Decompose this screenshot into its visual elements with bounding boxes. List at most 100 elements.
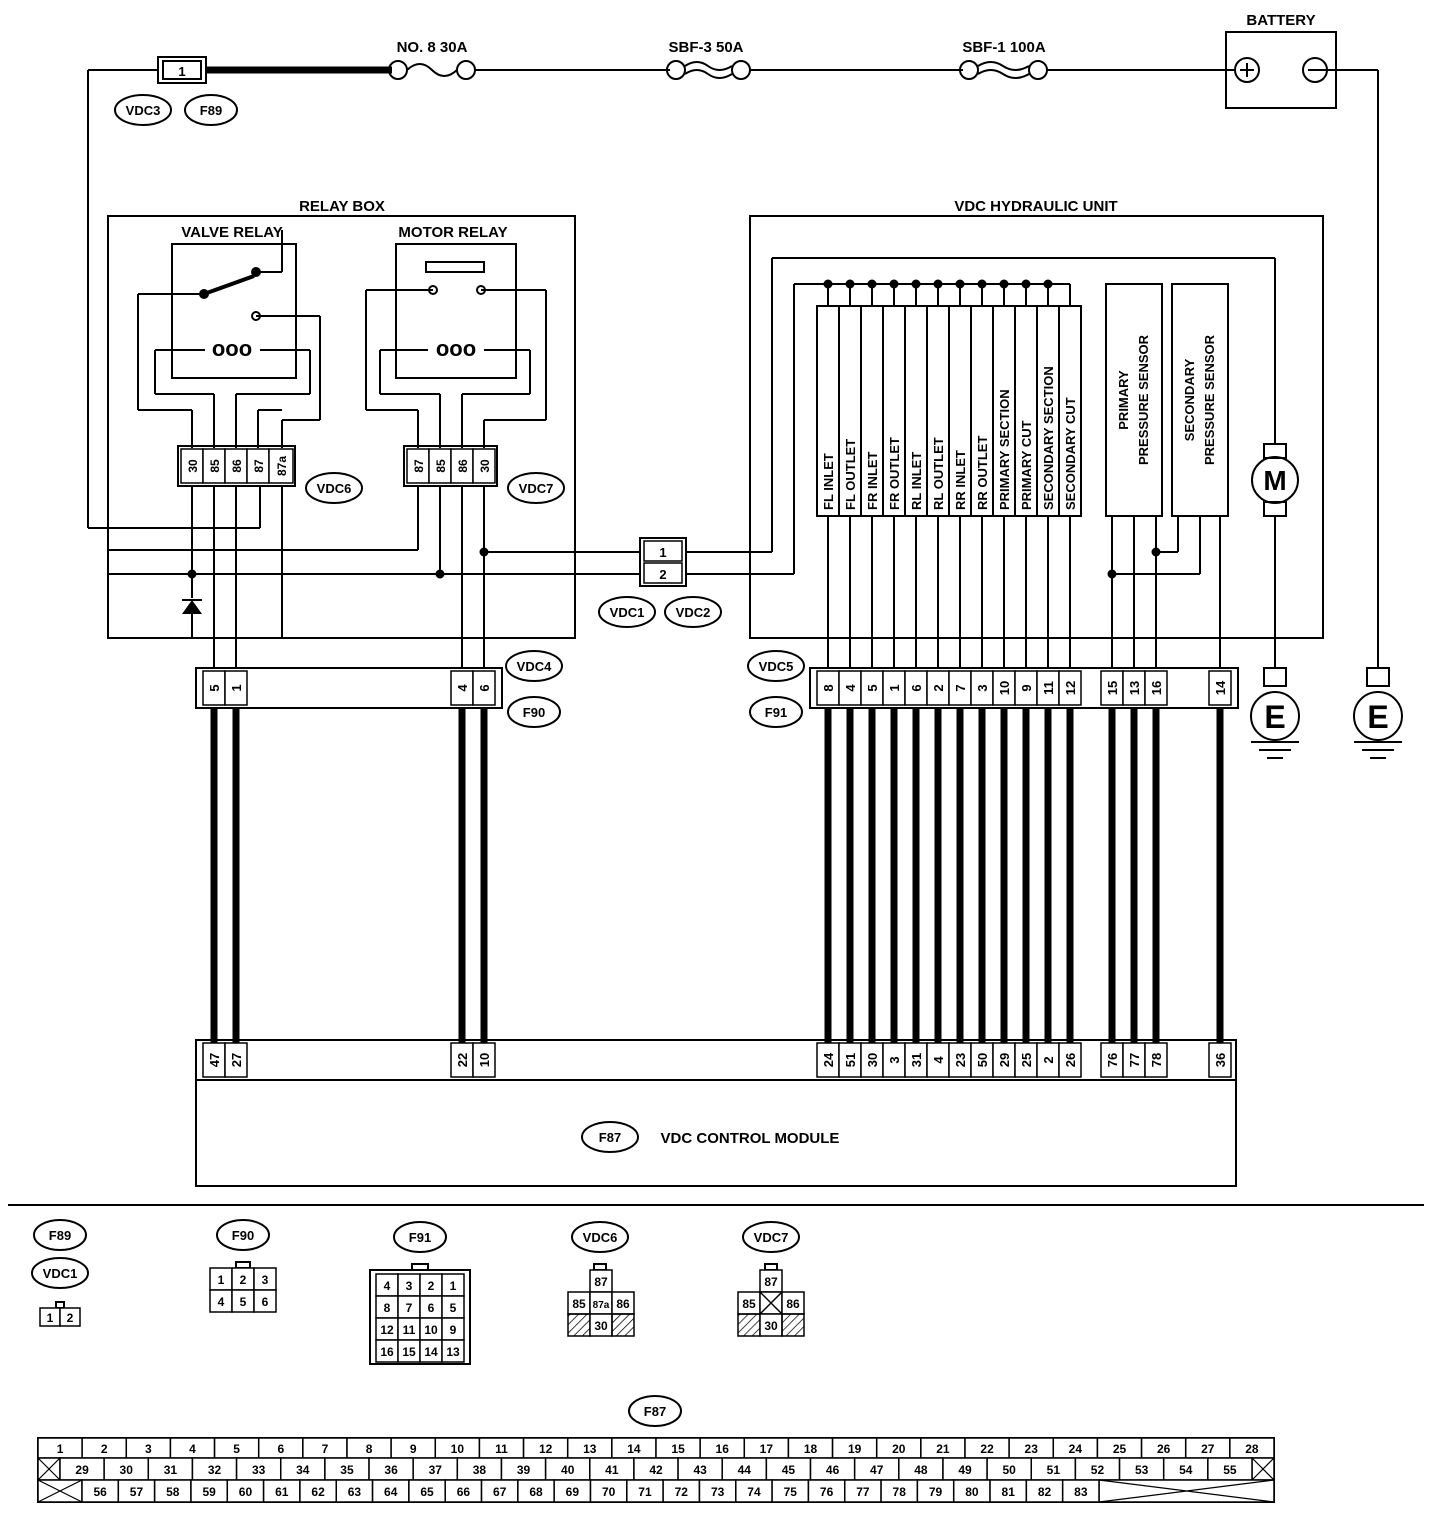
svg-text:VDC6: VDC6: [317, 481, 352, 496]
svg-text:66: 66: [457, 1485, 471, 1499]
svg-text:4: 4: [455, 684, 470, 692]
svg-text:VDC5: VDC5: [759, 659, 794, 674]
svg-text:29: 29: [75, 1463, 89, 1477]
svg-text:M: M: [1263, 465, 1286, 496]
svg-text:4: 4: [189, 1442, 196, 1456]
svg-text:30: 30: [478, 459, 492, 473]
svg-text:70: 70: [602, 1485, 616, 1499]
svg-text:83: 83: [1074, 1485, 1088, 1499]
svg-text:87: 87: [252, 459, 266, 473]
svg-text:87: 87: [764, 1275, 778, 1289]
svg-text:F89: F89: [49, 1228, 71, 1243]
solenoid-bus: [823, 279, 1053, 289]
svg-text:PRESSURE SENSOR: PRESSURE SENSOR: [1136, 334, 1151, 465]
svg-text:5: 5: [240, 1295, 247, 1309]
svg-text:2: 2: [101, 1442, 108, 1456]
svg-text:73: 73: [711, 1485, 725, 1499]
svg-text:7: 7: [322, 1442, 329, 1456]
f91-pin: 8: [821, 684, 836, 691]
f91-pin: 15: [1105, 681, 1120, 695]
vdc6-pins: 30 85 86 87 87a: [177, 445, 296, 487]
svg-text:1: 1: [229, 684, 244, 691]
svg-text:PRIMARY: PRIMARY: [1116, 370, 1131, 430]
svg-text:20: 20: [892, 1442, 906, 1456]
svg-text:ooo: ooo: [212, 336, 252, 361]
fuse-sbf3: SBF-3 50A: [666, 39, 751, 80]
f91-pin: 7: [953, 684, 968, 691]
svg-text:17: 17: [760, 1442, 774, 1456]
f87-pin: 36: [1213, 1053, 1228, 1067]
fuse-sbf3-label: SBF-3 50A: [668, 39, 743, 56]
battery-label: BATTERY: [1246, 12, 1315, 29]
battery: BATTERY: [1225, 12, 1337, 109]
f87-pin: 78: [1149, 1053, 1164, 1067]
svg-text:71: 71: [638, 1485, 652, 1499]
vdc1-connector: 1 2: [639, 257, 1276, 587]
f87-pin: 29: [997, 1053, 1012, 1067]
svg-text:60: 60: [239, 1485, 253, 1499]
svg-text:61: 61: [275, 1485, 289, 1499]
svg-text:VDC7: VDC7: [519, 481, 554, 496]
svg-text:28: 28: [1245, 1442, 1259, 1456]
vdc7-pins: 87 85 86 30: [403, 445, 498, 487]
svg-text:22: 22: [980, 1442, 994, 1456]
svg-text:13: 13: [446, 1345, 460, 1359]
svg-text:85: 85: [742, 1297, 756, 1311]
f91-pin: 6: [909, 684, 924, 691]
f87-pin: 47: [207, 1053, 222, 1067]
solenoid-label: SECONDARY CUT: [1063, 397, 1078, 510]
svg-text:49: 49: [958, 1463, 972, 1477]
svg-text:24: 24: [1069, 1442, 1083, 1456]
primary-pressure-sensor: PRIMARY PRESSURE SENSOR: [1105, 283, 1163, 517]
relay-box-wiring: [108, 486, 640, 668]
legend-cell: [253, 1289, 277, 1313]
svg-text:52: 52: [1091, 1463, 1105, 1477]
f89-tag: F89: [184, 94, 238, 126]
svg-text:87: 87: [412, 459, 426, 473]
svg-text:12: 12: [539, 1442, 553, 1456]
svg-text:F90: F90: [523, 705, 545, 720]
svg-text:41: 41: [605, 1463, 619, 1477]
svg-text:6: 6: [428, 1301, 435, 1315]
f87-pin: 77: [1127, 1053, 1142, 1067]
pump-motor: M: [1251, 443, 1299, 668]
svg-text:14: 14: [627, 1442, 641, 1456]
svg-text:53: 53: [1135, 1463, 1149, 1477]
svg-text:11: 11: [495, 1442, 508, 1456]
svg-text:1: 1: [47, 1311, 54, 1325]
svg-text:16: 16: [716, 1442, 730, 1456]
svg-text:8: 8: [366, 1442, 373, 1456]
f91-pin: 3: [975, 684, 990, 691]
svg-text:1: 1: [659, 545, 666, 560]
f87-pin: 2: [1041, 1056, 1056, 1063]
svg-text:F90: F90: [232, 1228, 254, 1243]
f87-pin-cell: [224, 1042, 248, 1078]
f87-pin: 4: [931, 1056, 946, 1064]
svg-text:F91: F91: [409, 1230, 431, 1245]
svg-text:74: 74: [747, 1485, 761, 1499]
vdc5-tag: VDC5: [747, 650, 805, 682]
legend-cell: [441, 1339, 465, 1363]
solenoid-label: RL INLET: [909, 452, 924, 510]
solenoid-label: PRIMARY CUT: [1019, 420, 1034, 510]
svg-text:72: 72: [675, 1485, 689, 1499]
fuse-sbf1: SBF-1 100A: [959, 39, 1048, 80]
svg-text:3: 3: [406, 1279, 413, 1293]
svg-text:63: 63: [348, 1485, 362, 1499]
svg-text:81: 81: [1002, 1485, 1016, 1499]
svg-text:VDC7: VDC7: [754, 1230, 789, 1245]
f91-pin: 10: [997, 681, 1012, 695]
f91-pin: 5: [865, 684, 880, 691]
legend-vdc6: VDC6 87 85 87a 86 30: [567, 1221, 635, 1337]
svg-text:13: 13: [583, 1442, 597, 1456]
svg-text:27: 27: [1201, 1442, 1215, 1456]
vdc3-pin: 1: [178, 64, 185, 79]
svg-text:2: 2: [240, 1273, 247, 1287]
svg-text:2: 2: [67, 1311, 74, 1325]
svg-text:30: 30: [186, 459, 200, 473]
svg-text:87a: 87a: [593, 1300, 610, 1311]
svg-text:SECONDARY: SECONDARY: [1182, 358, 1197, 441]
secondary-pressure-sensor: SECONDARY PRESSURE SENSOR: [1171, 283, 1229, 517]
